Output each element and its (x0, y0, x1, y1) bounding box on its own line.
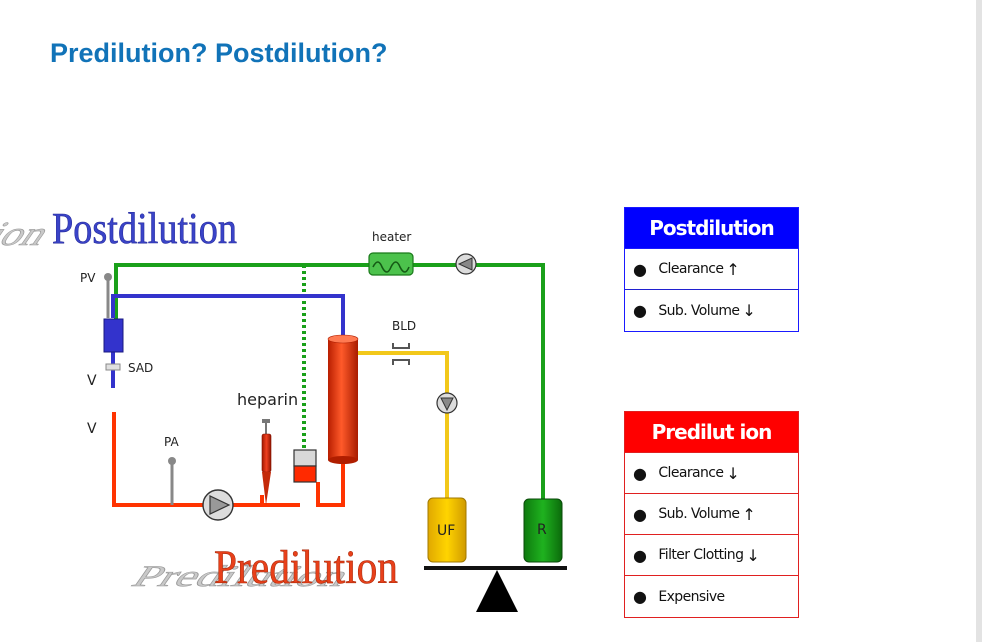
bullet-icon: ● (633, 463, 647, 483)
arrow-up-icon: ↑ (726, 259, 740, 279)
slide-edge (976, 0, 982, 642)
predilution-wordart-text: Predilution (214, 541, 398, 594)
predilution-row: ● Sub. Volume ↑ (625, 494, 798, 535)
label-sad: SAD (128, 361, 153, 375)
pa-sensor (168, 457, 176, 465)
predilution-wordart: Predilution Predilution (124, 541, 398, 595)
row-text: Clearance (658, 465, 724, 481)
label-v-top: V (87, 373, 97, 389)
venous-chamber (103, 318, 124, 353)
bld-detector (392, 343, 410, 365)
replacement-line (114, 263, 545, 500)
page-title: Predilution? Postdilution? (50, 38, 388, 68)
uf-pump (436, 392, 458, 414)
postdilution-table: Postdilution ● Clearance ↑ ● Sub. Volume… (624, 207, 799, 332)
predilution-row: ● Expensive (625, 576, 798, 617)
label-r: R (537, 522, 547, 538)
ultrafiltrate-line (358, 351, 449, 500)
label-heater: heater (372, 230, 411, 244)
arrow-down-icon: ↓ (746, 545, 760, 565)
hemofilter (327, 334, 359, 464)
label-pv: PV (80, 271, 96, 285)
predilution-wordart-shadow: Predilution (125, 560, 359, 593)
label-v-bottom: V (87, 421, 97, 437)
heater (368, 252, 414, 276)
row-text: Clearance (658, 261, 724, 277)
sad-detector (105, 363, 121, 371)
venous-line (111, 294, 345, 338)
label-bld: BLD (392, 319, 416, 333)
arrow-down-icon: ↓ (742, 301, 756, 320)
row-text: Sub. Volume (658, 302, 740, 319)
postdilution-wordart-shadow: Postdilution (0, 215, 59, 253)
heparin-syringe (261, 419, 272, 505)
uf-bag (427, 497, 467, 563)
bullet-icon: ● (633, 259, 647, 279)
row-text: Filter Clotting (658, 547, 744, 563)
pv-sensor (104, 273, 112, 281)
label-pa: PA (164, 435, 179, 449)
label-heparin: heparin (237, 390, 298, 409)
predilution-header: Predilut ion (625, 412, 798, 453)
replacement-bag (523, 498, 563, 563)
label-uf: UF (437, 523, 455, 539)
arrow-up-icon: ↑ (742, 504, 756, 524)
arterial-chamber (293, 449, 317, 483)
predilution-row: ● Filter Clotting ↓ (625, 535, 798, 576)
row-text: Sub. Volume (658, 506, 740, 522)
balance-scale (424, 566, 567, 612)
predilution-table: Predilut ion ● Clearance ↓ ● Sub. Volume… (624, 411, 799, 618)
arterial-line (112, 412, 264, 507)
substitution-pump (455, 253, 477, 275)
postdilution-wordart: Postdilution Postdilution (0, 204, 237, 254)
arrow-down-icon: ↓ (726, 463, 740, 483)
row-text: Expensive (658, 588, 725, 605)
postdilution-wordart-text: Postdilution (52, 204, 237, 253)
postdilution-row: ● Clearance ↑ (625, 249, 798, 290)
bullet-icon: ● (633, 504, 647, 524)
bullet-icon: ● (633, 587, 647, 606)
blood-pump (202, 489, 234, 521)
arterial-to-filter (316, 460, 345, 507)
hemofiltration-diagram: Postdilution Postdilution Predilution Pr… (0, 204, 567, 612)
bullet-icon: ● (633, 301, 647, 320)
bullet-icon: ● (633, 545, 647, 565)
predilution-row: ● Clearance ↓ (625, 453, 798, 494)
postdilution-header: Postdilution (625, 208, 798, 249)
postdilution-row: ● Sub. Volume ↓ (625, 290, 798, 331)
